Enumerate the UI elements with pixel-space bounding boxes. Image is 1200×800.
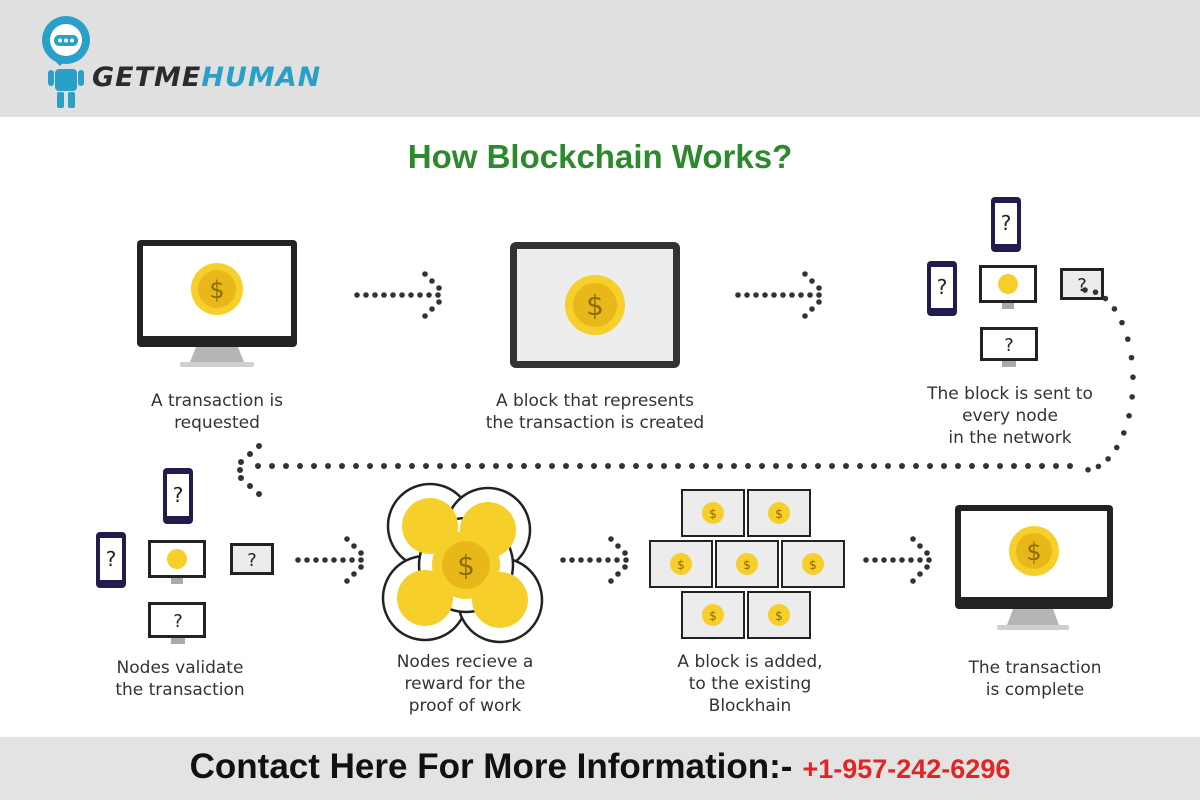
unknown-symbol: ? — [106, 547, 117, 571]
unknown-symbol: ? — [1077, 275, 1087, 296]
block-icon: $ — [781, 540, 845, 588]
step-2-caption: A block that represents the transaction … — [485, 391, 705, 433]
unknown-symbol: ? — [247, 550, 257, 571]
unknown-symbol: ? — [1004, 335, 1014, 356]
dollar-symbol: $ — [743, 558, 751, 572]
dollar-symbol: $ — [457, 549, 475, 582]
block-icon: $ — [649, 540, 713, 588]
coins-icon: $ — [381, 482, 544, 644]
unknown-symbol: ? — [937, 275, 948, 299]
dollar-symbol: $ — [775, 609, 783, 623]
block-icon: $ — [715, 540, 779, 588]
dollar-symbol: $ — [709, 609, 717, 623]
flow-arrows — [237, 271, 1136, 584]
unknown-symbol: ? — [1001, 211, 1012, 235]
block-grid-icon: $ $ $ $ $ $ $ — [649, 489, 845, 639]
block-icon: $ — [681, 489, 745, 537]
brand-name-part2: HUMAN — [201, 62, 322, 93]
network-nodes-icon: ? ? ? ? — [927, 197, 1104, 367]
brand-logo[interactable]: GETMEHUMAN — [38, 14, 358, 110]
step-6-caption: A block is added, to the existing Blockh… — [677, 652, 823, 716]
contact-phone-link[interactable]: +1-957-242-6296 — [802, 754, 1011, 784]
network-nodes-icon: ? ? ? ? — [96, 468, 274, 644]
chat-bubble-person-icon — [42, 16, 90, 108]
step-5-caption: Nodes recieve a reward for the proof of … — [396, 652, 534, 716]
step-7-caption: The transaction is complete — [968, 658, 1102, 700]
block-icon: $ — [681, 591, 745, 639]
contact-line: Contact Here For More Information:- +1-95… — [0, 747, 1200, 787]
step-3-caption: The block is sent to every node in the n… — [927, 384, 1093, 448]
unknown-symbol: ? — [173, 611, 183, 632]
dollar-symbol: $ — [209, 276, 224, 304]
step-1-caption: A transaction is requested — [150, 391, 284, 433]
desktop-monitor-icon: $ — [137, 240, 297, 367]
contact-label: Contact Here For More Information:- — [189, 747, 793, 786]
dollar-symbol: $ — [709, 507, 717, 521]
diagram-title: How Blockchain Works? — [407, 138, 793, 175]
desktop-monitor-icon: $ — [955, 505, 1113, 630]
brand-name: GETMEHUMAN — [92, 62, 321, 93]
footer-bar — [0, 737, 1200, 800]
dollar-symbol: $ — [586, 289, 604, 322]
block-icon: $ — [747, 591, 811, 639]
header-bar — [0, 0, 1200, 117]
dollar-symbol: $ — [677, 558, 685, 572]
tablet-icon: $ — [510, 242, 680, 368]
brand-name-part1: GETME — [92, 62, 202, 93]
step-4-caption: Nodes validate the transaction — [115, 658, 245, 700]
dollar-symbol: $ — [809, 558, 817, 572]
unknown-symbol: ? — [173, 483, 184, 507]
dollar-symbol: $ — [1026, 538, 1041, 566]
dollar-symbol: $ — [775, 507, 783, 521]
block-icon: $ — [747, 489, 811, 537]
